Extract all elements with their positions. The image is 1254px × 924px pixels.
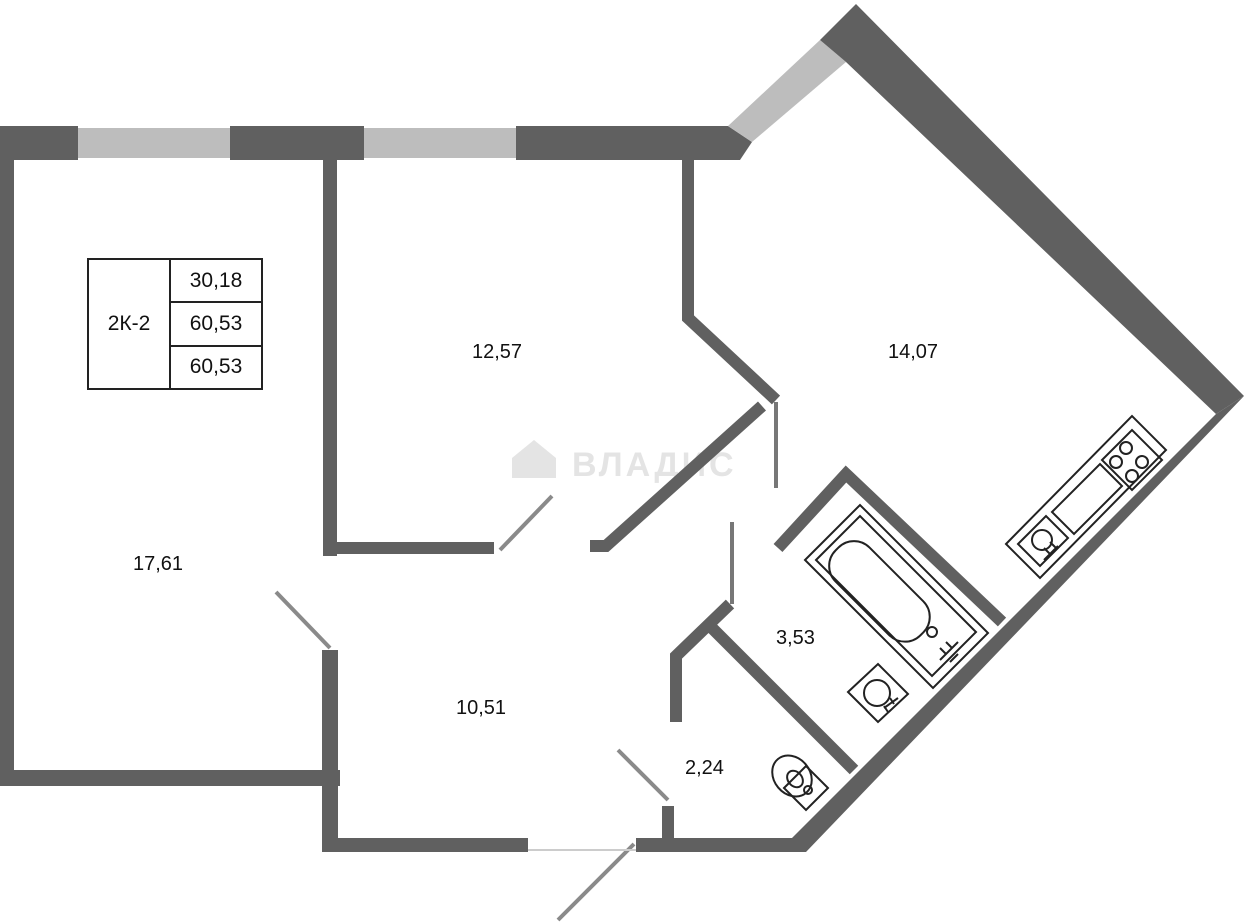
stove-icon (1100, 428, 1164, 492)
apartment-areas: 30,18 60,53 60,53 (171, 260, 261, 388)
door-toilet (616, 748, 670, 802)
apartment-code: 2К-2 (89, 260, 171, 388)
area-total: 60,53 (171, 301, 261, 344)
room-area-bathroom: 3,53 (776, 627, 815, 649)
thin-partitions (730, 402, 778, 604)
room-area-left: 17,61 (133, 553, 183, 575)
bathroom-sink-icon (846, 662, 910, 724)
room-area-toilet: 2,24 (685, 757, 724, 779)
apartment-info-table: 2К-2 30,18 60,53 60,53 (87, 258, 263, 390)
kitchen-sink-icon (1016, 514, 1070, 568)
kitchen-fixtures (1004, 414, 1168, 580)
toilet-icon (771, 754, 830, 812)
interior-walls (323, 158, 1007, 842)
room-area-middle: 12,57 (472, 341, 522, 363)
room-labels: 17,61 12,57 14,07 10,51 3,53 2,24 (133, 341, 938, 779)
door-middle-room (498, 494, 554, 552)
doors (274, 494, 670, 922)
area-living: 30,18 (189, 268, 243, 292)
exterior-walls (0, 4, 1244, 852)
door-left-room (274, 590, 332, 650)
area-total-with-balcony: 60,53 (171, 344, 261, 388)
countertop (1050, 462, 1124, 536)
house-logo-icon (512, 440, 556, 478)
room-area-hall: 10,51 (456, 697, 506, 719)
bathtub-icon (803, 503, 990, 690)
entrance-door (556, 842, 636, 922)
room-area-kitchen: 14,07 (888, 341, 938, 363)
